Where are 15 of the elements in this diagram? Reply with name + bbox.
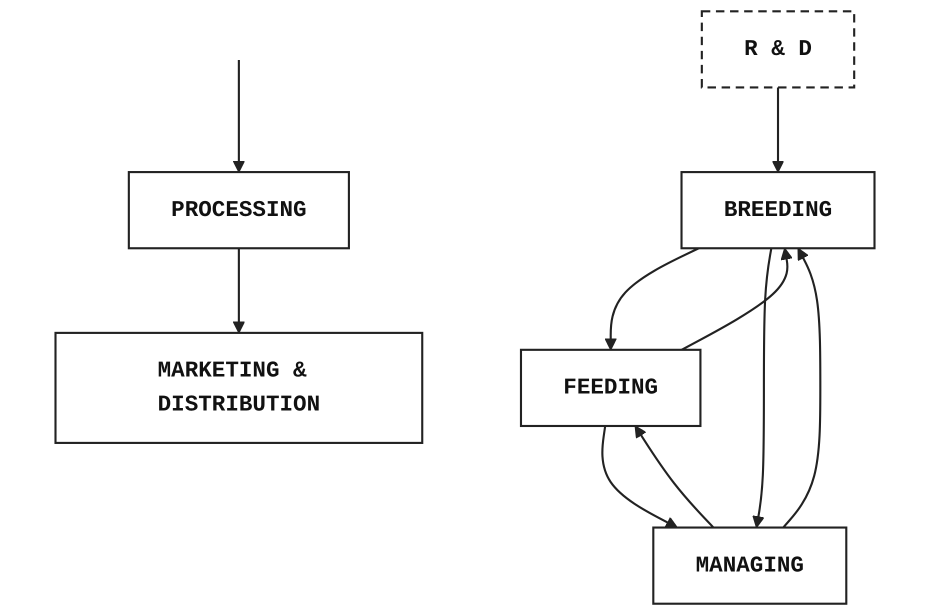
arrow — [752, 248, 772, 528]
arrow — [601, 426, 678, 528]
node-box: R & D — [700, 10, 856, 89]
arrow — [681, 248, 793, 351]
arrow — [782, 248, 822, 528]
node-box: PROCESSING — [128, 171, 350, 250]
node-box: MANAGING — [652, 526, 848, 605]
node-box: MARKETING & DISTRIBUTION — [54, 332, 424, 444]
node-box: BREEDING — [680, 171, 876, 250]
arrow — [232, 248, 246, 334]
arrow — [604, 247, 700, 350]
arrow — [232, 60, 246, 173]
arrow — [634, 425, 714, 528]
arrow — [772, 87, 784, 173]
node-box: FEEDING — [520, 348, 702, 428]
